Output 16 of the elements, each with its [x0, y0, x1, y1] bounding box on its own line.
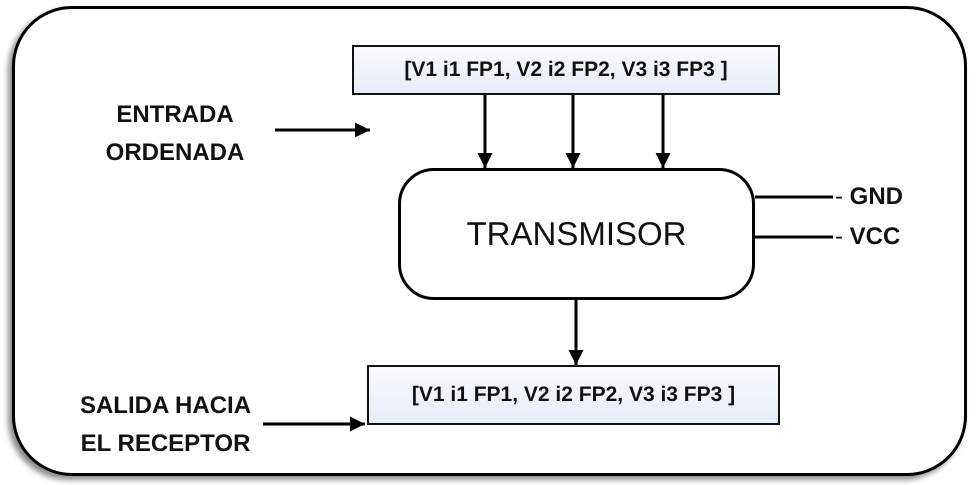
arrow	[263, 416, 365, 432]
arrow	[568, 300, 584, 365]
connector-line	[755, 196, 833, 198]
data-vector-box: [V1 i1 FP1, V2 i2 FP2, V3 i3 FP3 ]	[352, 45, 780, 95]
data-vector-box: [V1 i1 FP1, V2 i2 FP2, V3 i3 FP3 ]	[367, 365, 780, 425]
pin-label: - VCC	[835, 222, 900, 252]
process-box: TRANSMISOR	[398, 168, 755, 300]
arrow	[478, 95, 492, 168]
pin-label: - GND	[835, 182, 904, 212]
arrow	[275, 122, 370, 138]
connector-line	[755, 236, 833, 238]
description-label: SALIDA HACIA EL RECEPTOR	[78, 390, 252, 459]
arrow	[656, 95, 670, 168]
device-frame	[12, 6, 967, 476]
description-label: ENTRADA ORDENADA	[104, 100, 246, 168]
arrow	[566, 95, 580, 168]
